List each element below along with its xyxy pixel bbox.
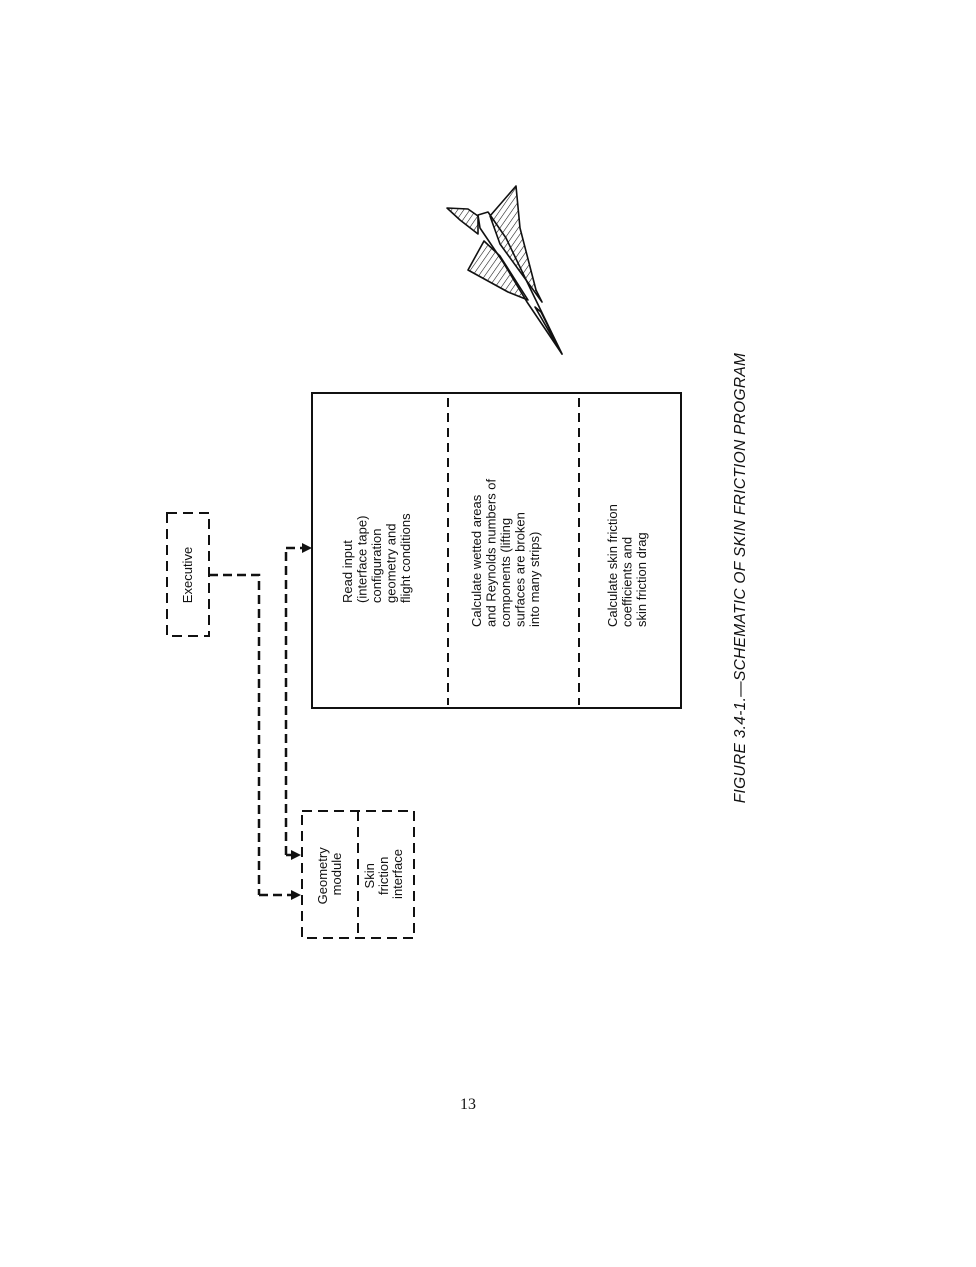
program-box: Read input (interface tape) configuratio… [311,392,682,709]
executive-connector [209,573,261,895]
airplane-tail [467,240,529,301]
page-number: 13 [460,1096,476,1113]
read-input-text: Read input (interface tape) configuratio… [340,512,413,603]
calculate-skin-friction-text: Calculate skin friction coefficients and… [605,501,649,627]
geometry-module-label: Geometry module [315,844,344,905]
geometry-module-box: Geometry module Skin friction interface [301,810,415,939]
airplane-illustration [446,185,563,355]
airplane-main-wing [489,185,543,303]
executive-label: Executive [180,547,195,603]
figure-caption: FIGURE 3.4-1.—SCHEMATIC OF SKIN FRICTION… [732,353,749,803]
calculate-wetted-areas-text: Calculate wetted areas and Reynolds numb… [469,475,542,627]
executive-box: Executive [166,512,210,637]
connector-lines [209,543,312,900]
airplane-nose [534,306,563,355]
skin-friction-interface-label: Skin friction interface [362,849,405,899]
airplane-canard [446,207,479,235]
